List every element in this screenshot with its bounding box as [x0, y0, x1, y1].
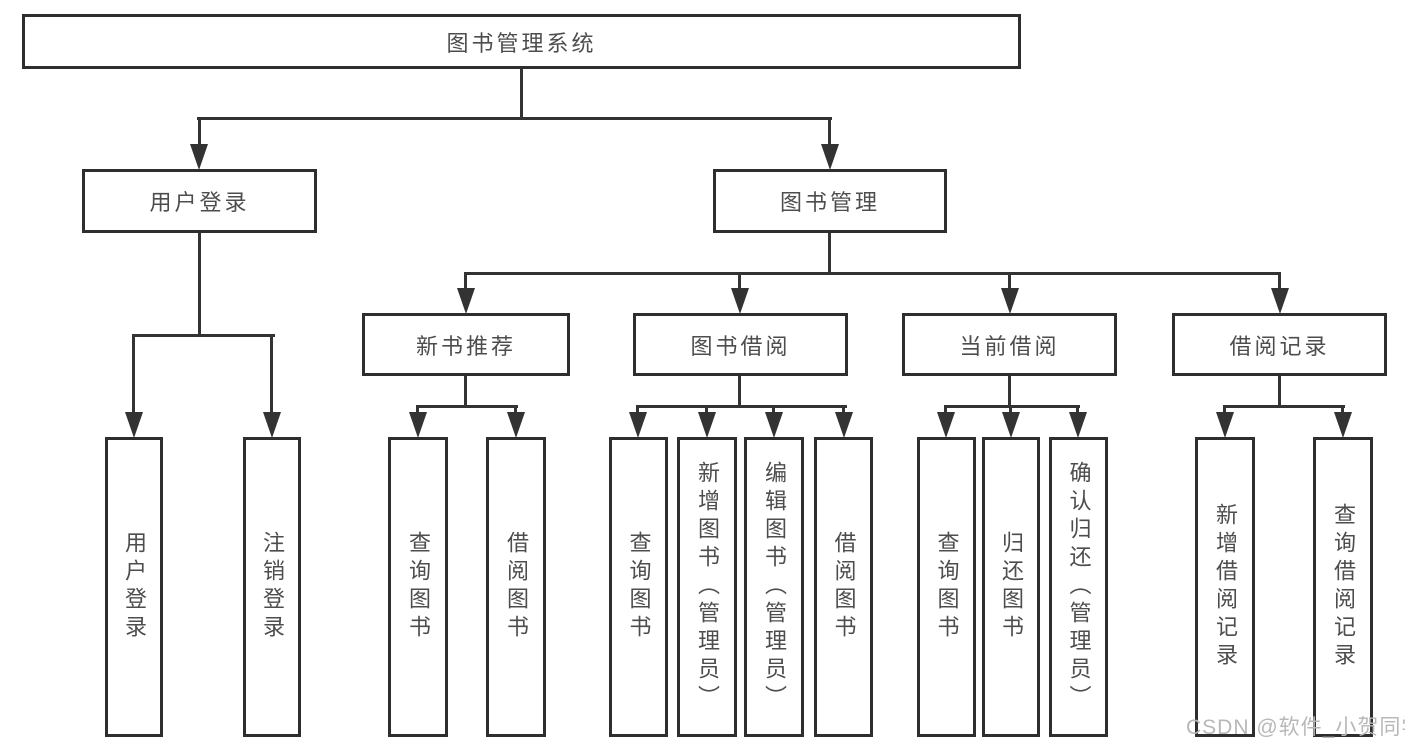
arrow-down-icon — [1334, 412, 1352, 438]
arrow-down-icon — [835, 412, 853, 438]
connector-line — [1008, 375, 1011, 407]
connector-line — [828, 117, 831, 147]
connector-line — [1008, 272, 1011, 290]
leaf-query-books-borrowing: 查询图书 — [609, 437, 668, 737]
leaf-query-borrow-record: 查询借阅记录 — [1313, 437, 1373, 737]
arrow-down-icon — [698, 412, 716, 438]
connector-line — [270, 334, 273, 414]
connector-line — [636, 405, 639, 414]
node-new-book-recommend: 新书推荐 — [362, 313, 570, 376]
node-label: 图书管理 — [779, 190, 880, 215]
arrow-down-icon — [765, 412, 783, 438]
leaf-label: 查询图书 — [934, 531, 960, 643]
arrow-down-icon — [629, 412, 647, 438]
connector-line — [1009, 405, 1012, 414]
arrow-down-icon — [1216, 412, 1234, 438]
arrow-down-icon — [263, 412, 281, 438]
connector-line — [738, 375, 741, 407]
connector-line — [1278, 272, 1281, 290]
node-label: 用户登录 — [149, 190, 250, 215]
arrow-down-icon — [1002, 412, 1020, 438]
connector-line — [1223, 405, 1345, 408]
node-label: 图书管理系统 — [446, 30, 597, 56]
arrow-down-icon — [409, 412, 427, 438]
leaf-logout: 注销登录 — [243, 437, 301, 737]
connector-line — [520, 68, 523, 119]
leaf-label: 新增借阅记录 — [1213, 503, 1238, 671]
leaf-label: 查询图书 — [406, 531, 431, 643]
connector-line — [132, 334, 135, 414]
connector-line — [1341, 405, 1344, 414]
node-label: 借阅记录 — [1229, 333, 1330, 359]
leaf-label: 归还图书 — [999, 531, 1024, 643]
arrow-down-icon — [821, 144, 839, 170]
node-borrowing-records: 借阅记录 — [1172, 313, 1387, 376]
leaf-label: 用户登录 — [122, 531, 147, 643]
arrow-down-icon — [1271, 288, 1289, 314]
leaf-edit-book-admin: 编辑图书（管理员） — [744, 437, 804, 737]
node-book-borrowing: 图书借阅 — [633, 313, 848, 376]
leaf-label: 借阅图书 — [831, 531, 857, 643]
connector-line — [416, 405, 518, 408]
node-library-management-system: 图书管理系统 — [22, 14, 1021, 69]
leaf-confirm-return-admin: 确认归还（管理员） — [1049, 437, 1108, 737]
connector-line — [198, 117, 201, 147]
connector-line — [772, 405, 775, 414]
connector-line — [944, 405, 947, 414]
arrow-down-icon — [1001, 288, 1019, 314]
connector-line — [1076, 405, 1079, 414]
leaf-label: 新增图书（管理员） — [695, 461, 720, 713]
leaf-label: 查询图书 — [626, 531, 652, 643]
leaf-user-login: 用户登录 — [105, 437, 163, 737]
arrow-down-icon — [1069, 412, 1087, 438]
connector-line — [1223, 405, 1226, 414]
connector-line — [416, 405, 419, 414]
arrow-down-icon — [457, 288, 475, 314]
leaf-query-books-recommend: 查询图书 — [388, 437, 448, 737]
arrow-down-icon — [125, 412, 143, 438]
connector-line — [842, 405, 845, 414]
connector-line — [132, 334, 275, 337]
leaf-label: 借阅图书 — [504, 531, 529, 643]
node-label: 当前借阅 — [959, 333, 1060, 359]
leaf-label: 编辑图书（管理员） — [762, 461, 787, 713]
connector-line — [828, 232, 831, 274]
leaf-add-borrow-record: 新增借阅记录 — [1195, 437, 1255, 737]
node-book-management: 图书管理 — [713, 169, 947, 233]
leaf-label: 确认归还（管理员） — [1066, 461, 1092, 713]
leaf-borrow-books: 借阅图书 — [814, 437, 873, 737]
connector-line — [636, 405, 847, 408]
leaf-label: 查询借阅记录 — [1331, 503, 1356, 671]
connector-line — [738, 272, 741, 290]
connector-line — [464, 272, 467, 290]
arrow-down-icon — [937, 412, 955, 438]
node-label: 新书推荐 — [415, 333, 516, 359]
connector-line — [1278, 375, 1281, 407]
arrow-down-icon — [190, 144, 208, 170]
connector-line — [464, 375, 467, 407]
node-user-login: 用户登录 — [82, 169, 317, 233]
connector-line — [514, 405, 517, 414]
node-label: 图书借阅 — [690, 333, 791, 359]
connector-line — [198, 232, 201, 336]
leaf-borrow-books-recommend: 借阅图书 — [486, 437, 546, 737]
watermark: CSDN @软件_小贺同学 — [1186, 716, 1405, 739]
connector-line — [705, 405, 708, 414]
connector-line — [464, 272, 1281, 275]
leaf-add-book-admin: 新增图书（管理员） — [677, 437, 737, 737]
connector-line — [197, 117, 832, 120]
connector-line — [944, 405, 1080, 408]
arrow-down-icon — [507, 412, 525, 438]
arrow-down-icon — [731, 288, 749, 314]
node-current-borrowing: 当前借阅 — [902, 313, 1117, 376]
leaf-return-books: 归还图书 — [982, 437, 1040, 737]
leaf-label: 注销登录 — [260, 531, 285, 643]
leaf-query-books-current: 查询图书 — [917, 437, 976, 737]
